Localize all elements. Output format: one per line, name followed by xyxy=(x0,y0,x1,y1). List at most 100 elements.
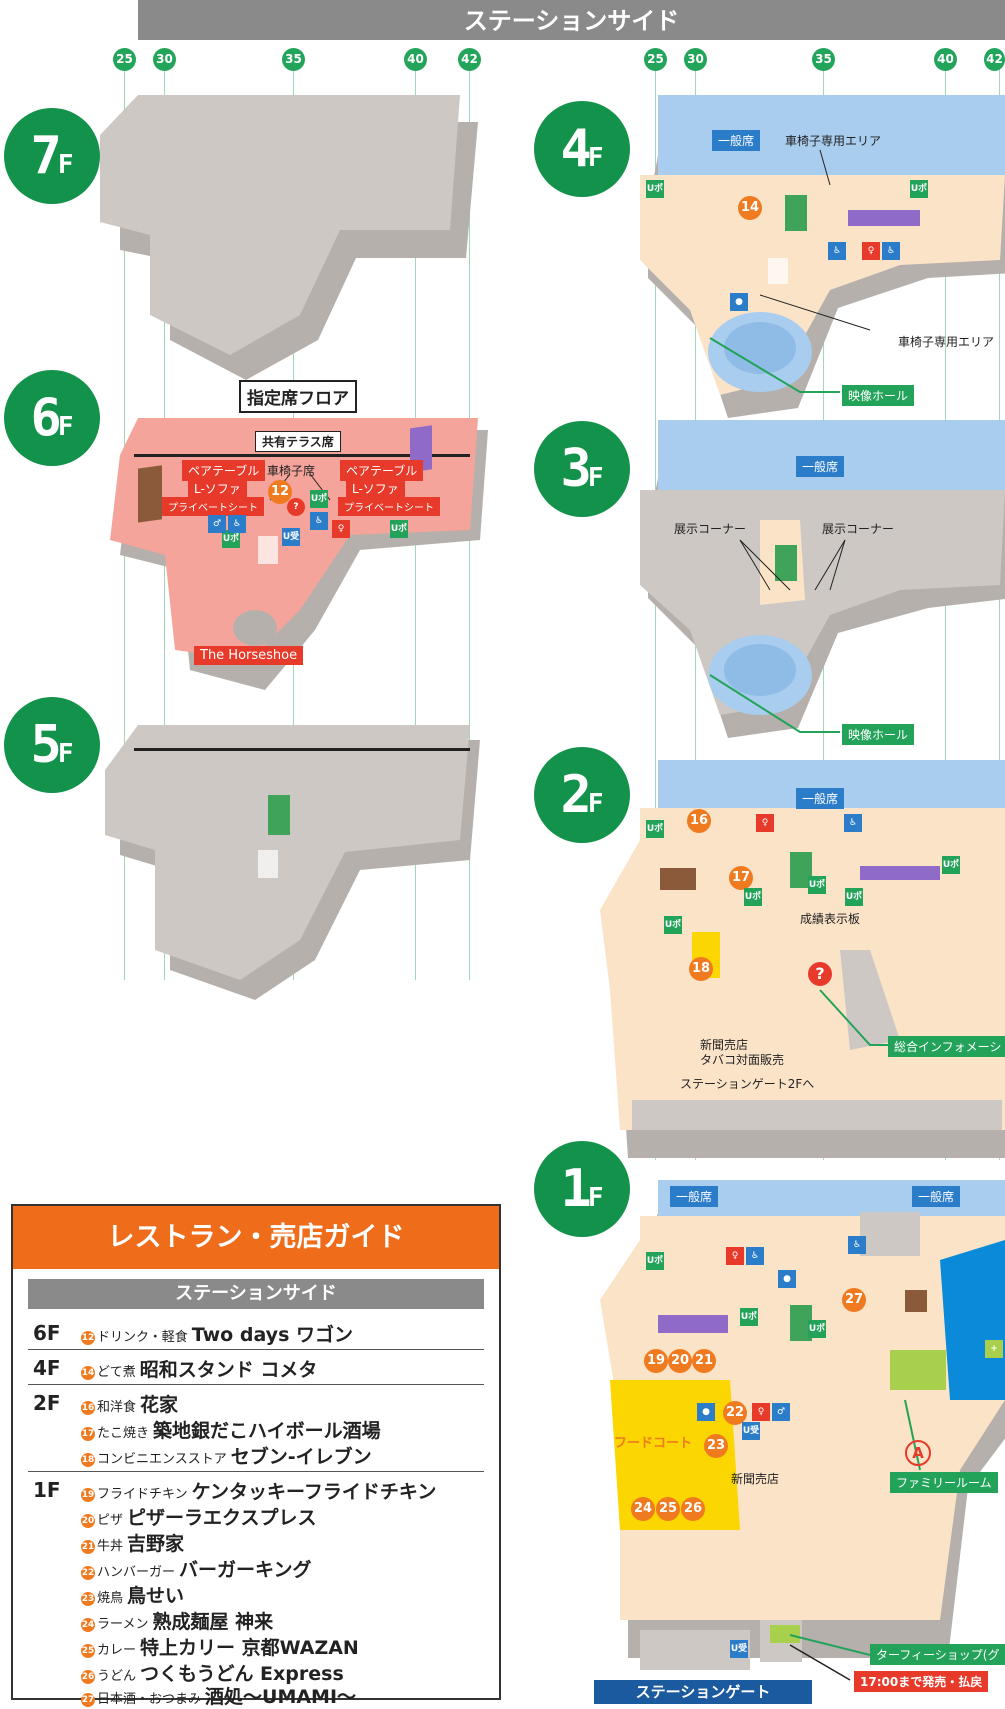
shop-name: 鳥せい xyxy=(127,1585,185,1607)
station-gate-label: ステーションゲート xyxy=(594,1680,812,1704)
pair-table-label: ペアテーブル xyxy=(182,460,266,481)
upo-icon: Uポ xyxy=(310,490,328,508)
upo-icon: Uポ xyxy=(390,520,408,538)
shop-name: Two days ワゴン xyxy=(191,1324,353,1346)
shop-category: 焼鳥 xyxy=(97,1591,124,1606)
shop-marker[interactable]: 24 xyxy=(631,1497,655,1521)
column-marker: 35 xyxy=(282,48,305,71)
shop-marker[interactable]: 25 xyxy=(656,1497,680,1521)
shop-number: 16 xyxy=(81,1401,95,1415)
shop-category: どて煮 xyxy=(97,1365,136,1380)
upo-icon: Uポ xyxy=(808,1320,826,1338)
shop-name: ケンタッキーフライドチキン xyxy=(191,1481,437,1503)
shop-marker[interactable]: 23 xyxy=(704,1434,728,1458)
accessible-icon: ♿ xyxy=(848,1236,866,1254)
upo-icon: Uポ xyxy=(808,876,826,894)
shop-marker[interactable]: 12 xyxy=(268,480,292,504)
restroom-icon: ♂ xyxy=(208,515,226,533)
guide-floor: 1F xyxy=(33,1478,61,1502)
shop-number: 17 xyxy=(81,1427,95,1441)
private-seat-label: プライベートシート xyxy=(338,497,440,516)
shop-name: ピザーラエクスプレス xyxy=(127,1507,317,1529)
shop-number: 23 xyxy=(81,1592,95,1606)
shop-marker[interactable]: 20 xyxy=(668,1349,692,1373)
marker-a: A xyxy=(905,1440,931,1466)
shop-marker[interactable]: 19 xyxy=(644,1349,668,1373)
general-seat-label: 一般席 xyxy=(796,788,845,809)
results-board-label: 成績表示板 xyxy=(800,912,861,926)
upo-icon: Uポ xyxy=(942,856,960,874)
general-seat-label: 一般席 xyxy=(670,1186,719,1207)
column-marker: 30 xyxy=(153,48,176,71)
shop-number: 14 xyxy=(81,1366,95,1380)
water-icon: ● xyxy=(730,293,748,311)
exhibit-corner-label: 展示コーナー xyxy=(822,522,895,536)
shop-marker[interactable]: 26 xyxy=(681,1497,705,1521)
column-marker: 30 xyxy=(684,48,707,71)
shop-marker[interactable]: 17 xyxy=(729,866,753,890)
grid-line xyxy=(999,60,1000,1160)
shop-marker[interactable]: 18 xyxy=(689,957,713,981)
column-marker: 42 xyxy=(458,48,481,71)
help-icon: ? xyxy=(808,962,832,986)
shop-category: ハンバーガー xyxy=(97,1565,176,1580)
shop-category: うどん xyxy=(97,1669,137,1684)
floor-badge-1f: 1F xyxy=(534,1141,630,1237)
deadline-label: 17:00まで発売・払戻 xyxy=(854,1671,989,1692)
shop-marker[interactable]: 16 xyxy=(687,809,711,833)
column-marker: 25 xyxy=(644,48,667,71)
restroom-icon: ♀ xyxy=(756,814,774,832)
to-gate-label: ステーションゲート2Fへ xyxy=(680,1077,815,1091)
l-sofa-label: L-ソファ xyxy=(346,478,405,499)
family-room-label: ファミリールーム xyxy=(890,1472,998,1493)
column-marker: 42 xyxy=(984,48,1005,71)
floor-badge-5f: 5F xyxy=(4,697,100,793)
uuke-icon: U受 xyxy=(730,1640,748,1658)
shop-category: 牛丼 xyxy=(97,1539,124,1554)
shop-marker[interactable]: 22 xyxy=(723,1401,747,1425)
grid-line xyxy=(655,60,656,1160)
shop-name: バーガーキング xyxy=(179,1559,312,1581)
shop-name: つくもうどん Express xyxy=(140,1663,344,1685)
restroom-icon: ♂ xyxy=(772,1403,790,1421)
shop-category: ドリンク・軽食 xyxy=(97,1330,188,1345)
floor-badge-3f: 3F xyxy=(534,421,630,517)
upo-icon: Uポ xyxy=(646,1252,664,1270)
wheelchair-seat-label: 車椅子席 xyxy=(267,464,316,478)
shop-name: 酒処〜UMAMI〜 xyxy=(205,1686,357,1708)
accessible-icon: ♿ xyxy=(310,512,328,530)
guide-floor: 6F xyxy=(33,1321,61,1345)
shop-number: 22 xyxy=(81,1566,95,1580)
column-marker: 40 xyxy=(934,48,957,71)
upo-icon: Uポ xyxy=(845,888,863,906)
accessible-icon: ♿ xyxy=(228,515,246,533)
upo-icon: Uポ xyxy=(646,820,664,838)
food-court-label: フードコート xyxy=(614,1436,693,1451)
shop-number: 21 xyxy=(81,1540,95,1554)
shop-name: 吉野家 xyxy=(127,1533,185,1555)
water-icon: ● xyxy=(778,1270,796,1288)
shop-number: 12 xyxy=(81,1331,95,1345)
shop-marker[interactable]: 27 xyxy=(842,1288,866,1312)
shop-marker[interactable]: 21 xyxy=(692,1349,716,1373)
newsstand-label: 新聞売店 xyxy=(700,1038,749,1052)
general-seat-label: 一般席 xyxy=(796,456,845,477)
accessible-icon: ♿ xyxy=(882,242,900,260)
shop-number: 24 xyxy=(81,1618,95,1632)
shop-category: たこ焼き xyxy=(97,1426,150,1441)
shop-marker[interactable]: 14 xyxy=(738,196,762,220)
